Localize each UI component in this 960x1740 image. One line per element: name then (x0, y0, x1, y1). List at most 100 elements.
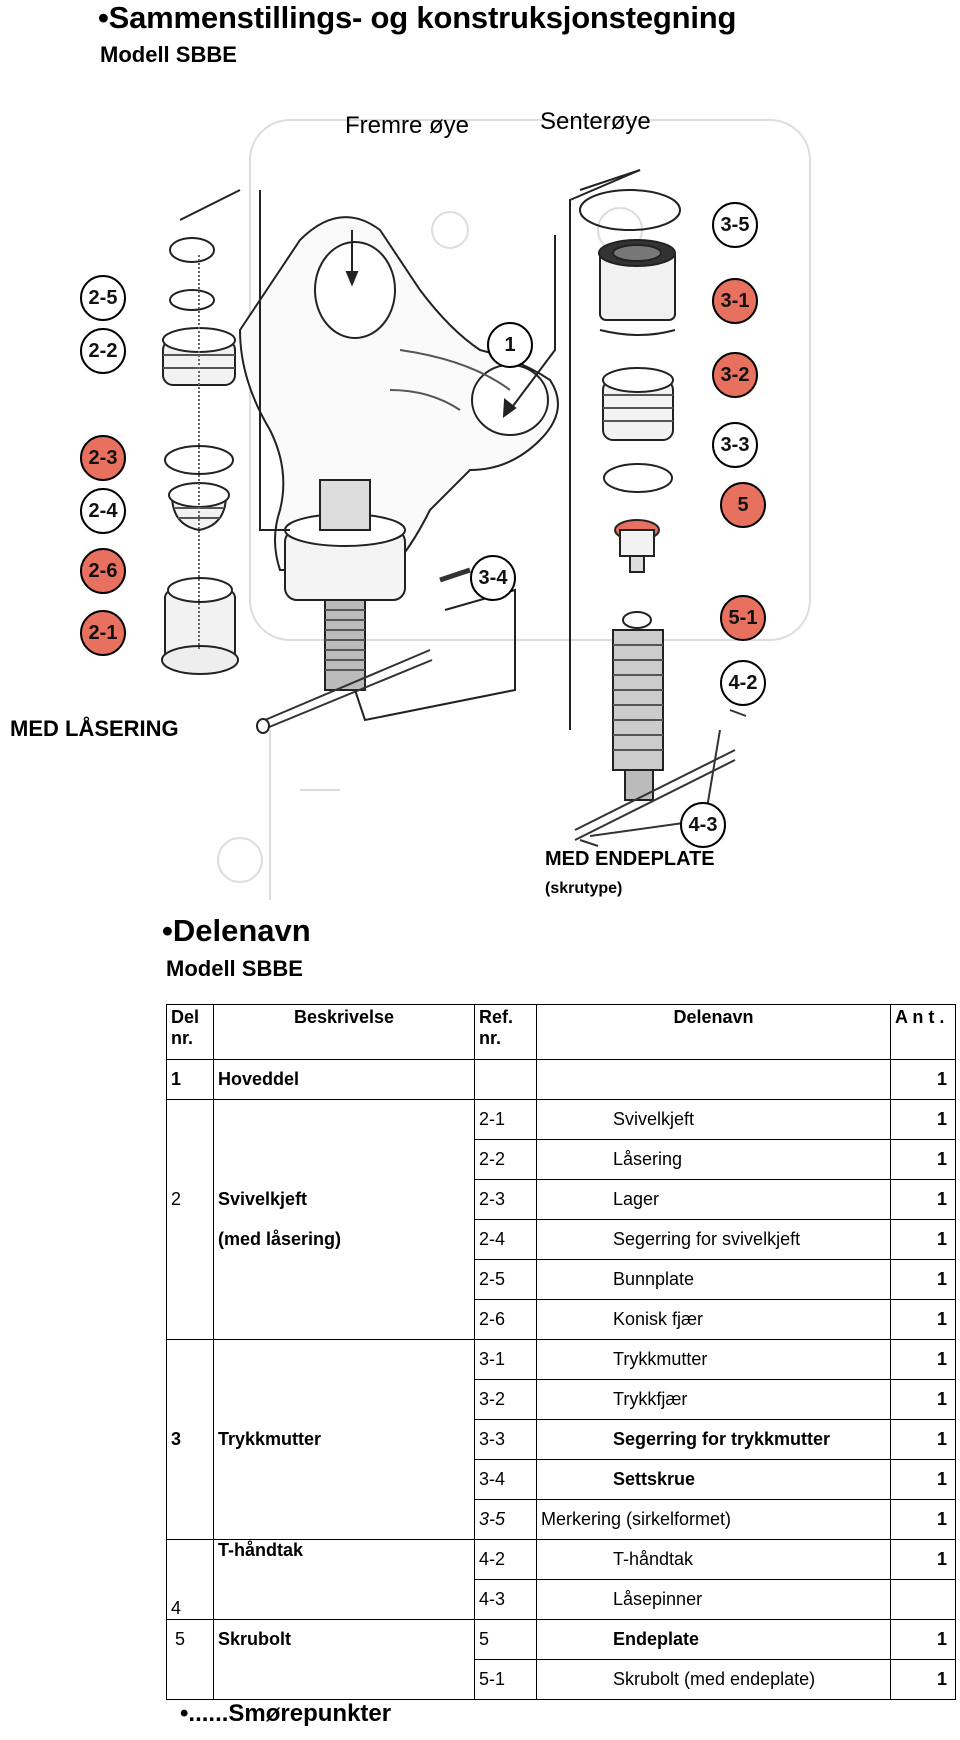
screw-type-label: (skrutype) (545, 880, 623, 897)
cell-delenavn: Merkering (sirkelformet) (536, 1499, 891, 1540)
table-header-row: Del nr. Beskrivelse Ref. nr. Delenavn A … (166, 1004, 956, 1060)
cell-del (166, 1659, 214, 1700)
cell-beskrivelse (213, 1299, 475, 1340)
cell-delenavn: Lager (536, 1179, 891, 1220)
cell-ref: 3-5 (474, 1499, 537, 1540)
cell-del: 4 (166, 1579, 214, 1620)
cell-ant: 1 (890, 1499, 956, 1540)
callout-3-5: 3-5 (712, 202, 758, 248)
cell-del (166, 1099, 214, 1140)
cell-del: 3 (166, 1419, 214, 1460)
cell-del (166, 1219, 214, 1260)
callout-2-1: 2-1 (80, 610, 126, 656)
cell-beskrivelse (213, 1339, 475, 1380)
cell-delenavn: Segerring for trykkmutter (536, 1419, 891, 1460)
callout-4-2: 4-2 (720, 660, 766, 706)
header-ant: A n t . (890, 1004, 956, 1060)
cell-ant: 1 (890, 1659, 956, 1700)
footer-lubrication: •......Smørepunkter (180, 1700, 392, 1727)
cell-ref: 4-2 (474, 1539, 537, 1580)
with-lock-ring-label: MED LÅSERING (10, 716, 179, 741)
section-title: •Delenavn (162, 913, 311, 948)
cell-del (166, 1539, 214, 1580)
cell-ref: 2-1 (474, 1099, 537, 1140)
cell-del (166, 1499, 214, 1540)
cell-ref: 5 (474, 1619, 537, 1660)
center-eye-label: Senterøye (540, 108, 651, 135)
cell-delenavn: T-håndtak (536, 1539, 891, 1580)
callout-4-3: 4-3 (680, 802, 726, 848)
callout-5-1: 5-1 (720, 595, 766, 641)
page-title: •Sammenstillings- og konstruksjonstegnin… (98, 0, 737, 35)
cell-beskrivelse: Trykkmutter (213, 1419, 475, 1460)
callout-1: 1 (487, 322, 533, 368)
callout-2-5: 2-5 (80, 275, 126, 321)
cell-ref (474, 1059, 537, 1100)
cell-del (166, 1339, 214, 1380)
cell-ant: 1 (890, 1339, 956, 1380)
header-ref-nr: Ref. nr. (474, 1004, 537, 1060)
cell-ref: 2-4 (474, 1219, 537, 1260)
cell-ref: 3-4 (474, 1459, 537, 1500)
callout-3-3: 3-3 (712, 422, 758, 468)
cell-delenavn: Endeplate (536, 1619, 891, 1660)
cell-delenavn (536, 1059, 891, 1100)
cell-delenavn: Låsepinner (536, 1579, 891, 1620)
front-eye-label: Fremre øye (345, 112, 470, 139)
cell-ant: 1 (890, 1259, 956, 1300)
cell-ref: 2-5 (474, 1259, 537, 1300)
cell-beskrivelse (213, 1139, 475, 1180)
cell-ant: 1 (890, 1379, 956, 1420)
cell-delenavn: Skrubolt (med endeplate) (536, 1659, 891, 1700)
cell-delenavn: Trykkmutter (536, 1339, 891, 1380)
cell-ref: 3-3 (474, 1419, 537, 1460)
cell-beskrivelse (213, 1459, 475, 1500)
cell-delenavn: Konisk fjær (536, 1299, 891, 1340)
callout-2-4: 2-4 (80, 488, 126, 534)
header-beskrivelse: Beskrivelse (213, 1004, 475, 1060)
cell-beskrivelse: Skrubolt (213, 1619, 475, 1660)
cell-del (166, 1259, 214, 1300)
cell-ant: 1 (890, 1419, 956, 1460)
cell-ref: 2-3 (474, 1179, 537, 1220)
cell-delenavn: Segerring for svivelkjeft (536, 1219, 891, 1260)
cell-beskrivelse (213, 1099, 475, 1140)
cell-del: 5 (166, 1619, 214, 1660)
cell-ref: 3-1 (474, 1339, 537, 1380)
callout-3-2: 3-2 (712, 352, 758, 398)
cell-del (166, 1379, 214, 1420)
header-delenavn: Delenavn (536, 1004, 891, 1060)
cell-ref: 3-2 (474, 1379, 537, 1420)
header-del-nr: Del nr. (166, 1004, 214, 1060)
cell-beskrivelse (213, 1379, 475, 1420)
cell-ant: 1 (890, 1619, 956, 1660)
cell-del: 2 (166, 1179, 214, 1220)
cell-beskrivelse: (med låsering) (213, 1219, 475, 1260)
cell-del (166, 1139, 214, 1180)
cell-beskrivelse (213, 1259, 475, 1300)
cell-delenavn: Svivelkjeft (536, 1099, 891, 1140)
cell-ref: 2-2 (474, 1139, 537, 1180)
parts-table: Del nr. Beskrivelse Ref. nr. Delenavn A … (166, 1004, 956, 1700)
cell-ant: 1 (890, 1459, 956, 1500)
cell-del: 1 (166, 1059, 214, 1100)
cell-delenavn: Låsering (536, 1139, 891, 1180)
cell-beskrivelse: Svivelkjeft (213, 1179, 475, 1220)
cell-ref: 2-6 (474, 1299, 537, 1340)
cell-ant: 1 (890, 1059, 956, 1100)
callout-3-4: 3-4 (470, 555, 516, 601)
cell-del (166, 1299, 214, 1340)
cell-delenavn: Settskrue (536, 1459, 891, 1500)
